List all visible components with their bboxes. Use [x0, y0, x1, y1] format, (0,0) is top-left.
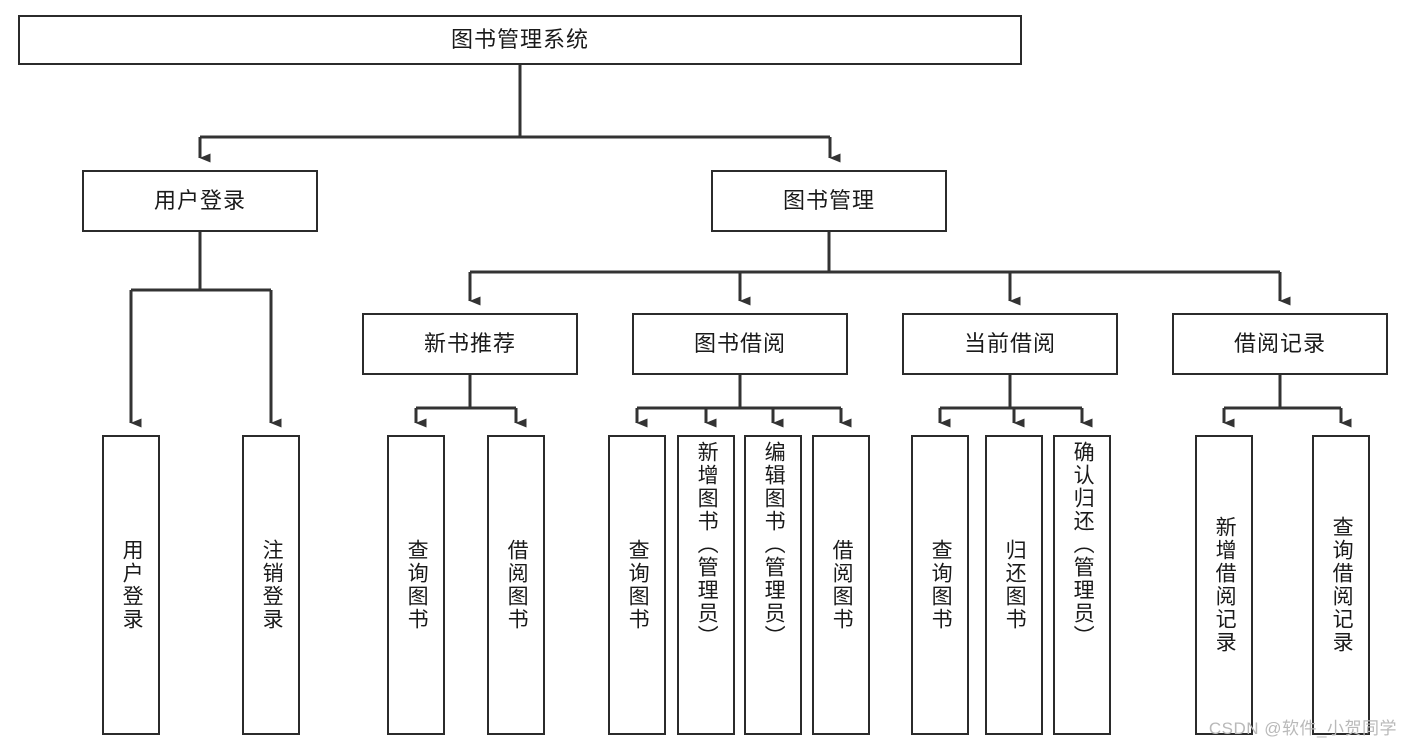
node-leaf-add-book-label: 新增图书（管理员） [695, 441, 719, 648]
node-new-book-rec[interactable]: 新书推荐 [362, 313, 578, 375]
node-leaf-borrow-book-2[interactable]: 借阅图书 [812, 435, 870, 735]
node-leaf-user-logout[interactable]: 注销登录 [242, 435, 300, 735]
node-leaf-add-record-label: 新增借阅记录 [1213, 516, 1237, 654]
node-user-login-label: 用户登录 [153, 188, 246, 213]
node-leaf-query-book-2[interactable]: 查询图书 [608, 435, 666, 735]
node-leaf-user-login[interactable]: 用户登录 [102, 435, 160, 735]
node-leaf-query-book-3[interactable]: 查询图书 [911, 435, 969, 735]
node-leaf-edit-book-label: 编辑图书（管理员） [762, 441, 786, 648]
node-leaf-return-book[interactable]: 归还图书 [985, 435, 1043, 735]
node-user-login[interactable]: 用户登录 [82, 170, 318, 232]
node-leaf-borrow-book-2-label: 借阅图书 [830, 539, 854, 631]
node-root[interactable]: 图书管理系统 [18, 15, 1022, 65]
node-leaf-borrow-book-1[interactable]: 借阅图书 [487, 435, 545, 735]
node-leaf-edit-book[interactable]: 编辑图书（管理员） [744, 435, 802, 735]
node-leaf-query-book-3-label: 查询图书 [929, 539, 953, 631]
node-leaf-query-record-label: 查询借阅记录 [1330, 516, 1354, 654]
node-leaf-add-book[interactable]: 新增图书（管理员） [677, 435, 735, 735]
node-book-manage-label: 图书管理 [782, 188, 875, 213]
node-leaf-confirm-return[interactable]: 确认归还（管理员） [1053, 435, 1111, 735]
node-book-borrow[interactable]: 图书借阅 [632, 313, 848, 375]
node-current-borrow[interactable]: 当前借阅 [902, 313, 1118, 375]
node-leaf-confirm-return-label: 确认归还（管理员） [1071, 441, 1095, 648]
node-leaf-query-book-1[interactable]: 查询图书 [387, 435, 445, 735]
node-book-manage[interactable]: 图书管理 [711, 170, 947, 232]
node-root-label: 图书管理系统 [450, 27, 589, 52]
node-borrow-record-label: 借阅记录 [1233, 331, 1326, 356]
node-current-borrow-label: 当前借阅 [963, 331, 1056, 356]
node-leaf-add-record[interactable]: 新增借阅记录 [1195, 435, 1253, 735]
node-leaf-user-login-label: 用户登录 [120, 539, 144, 631]
node-leaf-return-book-label: 归还图书 [1003, 539, 1027, 631]
node-leaf-borrow-book-1-label: 借阅图书 [505, 539, 529, 631]
node-leaf-query-record[interactable]: 查询借阅记录 [1312, 435, 1370, 735]
watermark-text: CSDN @软件_小贺同学 [1208, 719, 1397, 738]
node-borrow-record[interactable]: 借阅记录 [1172, 313, 1388, 375]
node-book-borrow-label: 图书借阅 [693, 331, 786, 356]
node-leaf-query-book-2-label: 查询图书 [626, 539, 650, 631]
node-leaf-user-logout-label: 注销登录 [260, 539, 284, 631]
node-leaf-query-book-1-label: 查询图书 [405, 539, 429, 631]
node-new-book-rec-label: 新书推荐 [423, 331, 516, 356]
